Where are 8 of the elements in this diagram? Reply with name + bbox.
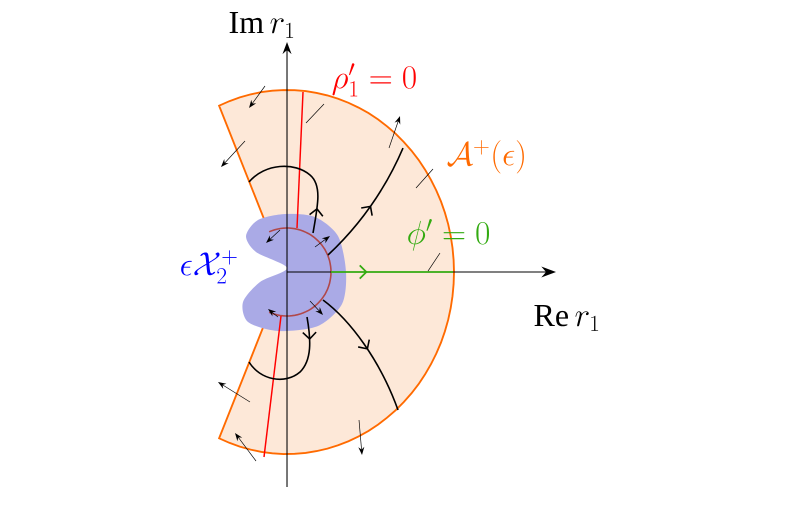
leader-line [416,168,434,188]
leader-line [306,104,324,124]
leader-line [428,252,440,272]
math-label: $\epsilon\mathcal{X}_2^+$ [181,250,237,284]
math-label: $\rho_1' = 0$ [332,63,416,96]
math-label: $\mathcal{A}^+(\epsilon)$ [448,140,524,174]
axis-label: $\mathrm{Re}\, r_1$ [534,305,598,331]
axis-label: $\mathrm{Im}\, r_1$ [230,12,294,38]
